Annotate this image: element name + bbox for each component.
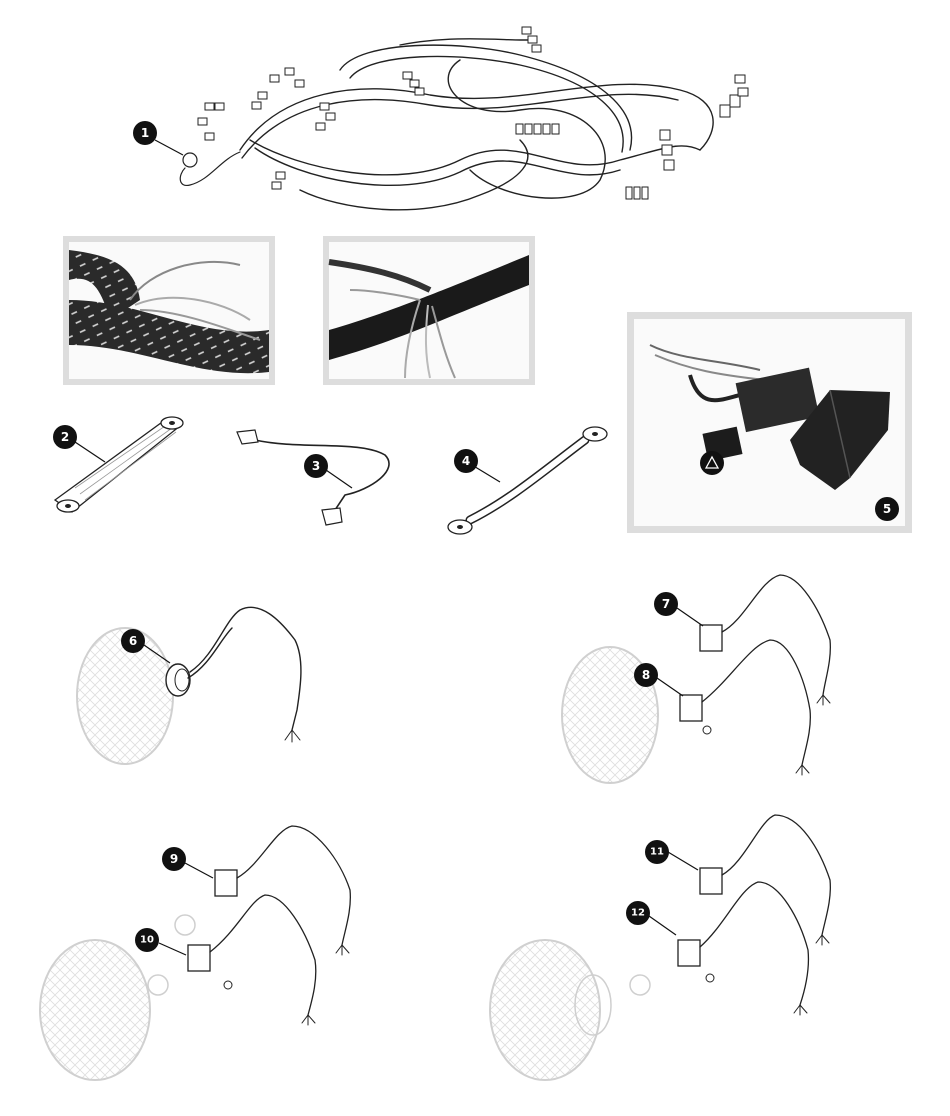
callout-7: 7 [654, 592, 678, 616]
svg-text:10: 10 [140, 935, 154, 946]
headlamp-connector-lead [677, 881, 810, 1016]
headlamp-ghost [76, 627, 174, 765]
headlamp-ghost [561, 646, 659, 784]
callout-8: 8 [634, 663, 658, 687]
earth-strap [53, 416, 184, 513]
main-wiring-harness [179, 26, 749, 211]
callout-12: 12 [626, 901, 650, 925]
svg-text:11: 11 [650, 847, 664, 858]
callout-1: 1 [133, 121, 157, 145]
headlamp-connector-lead [699, 814, 832, 946]
svg-text:8: 8 [642, 668, 650, 682]
callout-4: 4 [454, 449, 478, 473]
callout-2: 2 [53, 425, 77, 449]
headlamp-connector-lead [699, 574, 832, 706]
svg-text:3: 3 [312, 459, 320, 473]
hazard-switch-photo [627, 312, 912, 533]
svg-text:6: 6 [129, 634, 137, 648]
svg-text:4: 4 [462, 454, 470, 468]
callout-5: 5 [875, 497, 899, 521]
headlamp-connector-lead [214, 825, 352, 956]
svg-text:9: 9 [170, 852, 178, 866]
callout-11: 11 [645, 840, 669, 864]
callout-markers: 1 2 3 4 5 6 7 8 9 10 11 12 [53, 121, 899, 952]
headlamp-ghost [489, 939, 651, 1081]
svg-text:7: 7 [662, 597, 670, 611]
headlamp-connector-lead [679, 639, 812, 776]
callout-3: 3 [304, 454, 328, 478]
callout-9: 9 [162, 847, 186, 871]
headlamp-connector-lead [187, 894, 317, 1026]
braided-harness-photo [63, 236, 275, 385]
headlamp-ghost [39, 914, 196, 1081]
battery-cable [447, 426, 608, 535]
link-lead [236, 429, 390, 526]
taped-harness-photo [323, 236, 535, 385]
callout-6: 6 [121, 629, 145, 653]
leader-lines [74, 139, 704, 956]
svg-text:2: 2 [61, 430, 69, 444]
callout-10: 10 [135, 928, 159, 952]
svg-text:12: 12 [631, 908, 645, 919]
headlamp-connector-lead [165, 606, 302, 743]
svg-text:1: 1 [141, 126, 149, 140]
svg-text:5: 5 [883, 502, 891, 516]
